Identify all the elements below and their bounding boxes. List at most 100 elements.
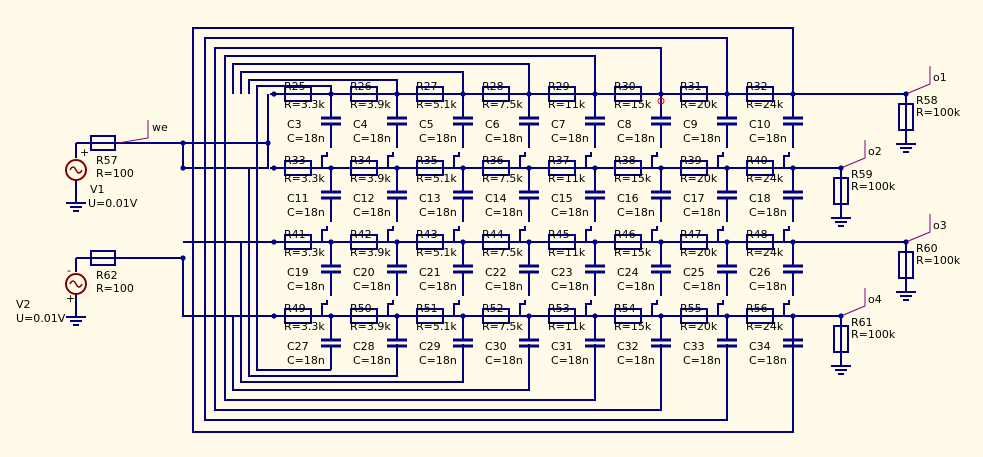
junction-dot: [903, 239, 909, 245]
load-resistor-id: R61: [851, 316, 873, 329]
capacitor-id: C26: [749, 266, 771, 279]
source-id: V1: [90, 183, 105, 196]
capacitor-value: C=18n: [749, 280, 787, 293]
ladder-resistor-R51: [416, 308, 444, 324]
wire: [321, 152, 328, 168]
ladder-resistor-R34: [350, 160, 378, 176]
resistor-id: R40: [746, 154, 768, 167]
ladder-resistor-R37: [548, 160, 576, 176]
load-resistor-R60: [898, 251, 914, 279]
capacitor-value: C=18n: [485, 132, 523, 145]
junction-dot: [790, 313, 796, 319]
resistor-id: R31: [680, 80, 702, 93]
resistor-value: R=11k: [548, 246, 586, 259]
wire: [240, 71, 464, 94]
components: [65, 86, 916, 375]
wire: [321, 300, 328, 316]
capacitor-value: C=18n: [683, 132, 721, 145]
wire: [585, 300, 592, 316]
capacitor-id: C10: [749, 118, 771, 131]
capacitor-value: C=18n: [287, 280, 325, 293]
capacitor-value: C=18n: [353, 132, 391, 145]
capacitor-id: C30: [485, 340, 507, 353]
resistor-id: R50: [350, 302, 372, 315]
junction-dot: [460, 239, 466, 245]
ac-source-icon: [65, 273, 87, 295]
output-label: o4: [868, 293, 882, 306]
ladder-resistor-R42: [350, 234, 378, 250]
junction-dot: [724, 91, 730, 97]
net-label-we: [117, 120, 149, 144]
capacitor-id: C3: [287, 118, 302, 131]
capacitor-value: C=18n: [551, 206, 589, 219]
source-resistor-value: R=100: [96, 167, 134, 180]
capacitor-value: C=18n: [485, 206, 523, 219]
resistor-id: R51: [416, 302, 438, 315]
resistor-id: R35: [416, 154, 438, 167]
junction-dot: [526, 91, 532, 97]
load-resistor-value: R=100k: [916, 106, 961, 119]
junction-dot: [180, 140, 186, 146]
resistor-value: R=5.1k: [416, 246, 457, 259]
resistor-id: R29: [548, 80, 570, 93]
capacitor-value: C=18n: [353, 354, 391, 367]
resistor-value: R=11k: [548, 320, 586, 333]
capacitor-value: C=18n: [551, 280, 589, 293]
wire: [182, 94, 269, 169]
source-value: U=0.01V: [16, 312, 66, 325]
source-value: U=0.01V: [88, 197, 138, 210]
sine-wave-icon: [69, 166, 83, 174]
ladder-resistor-R33: [284, 160, 312, 176]
capacitor-value: C=18n: [353, 280, 391, 293]
output-label: o1: [933, 71, 947, 84]
wire: [182, 258, 270, 317]
plus-marker: +: [66, 292, 75, 305]
junction-dot: [271, 239, 277, 245]
net-label-text: we: [152, 121, 168, 134]
capacitor-id: C11: [287, 192, 309, 205]
capacitor-id: C8: [617, 118, 632, 131]
wire: [717, 226, 724, 242]
resistor-value: R=20k: [680, 320, 718, 333]
capacitor-id: C14: [485, 192, 507, 205]
capacitor-value: C=18n: [353, 206, 391, 219]
sine-wave-icon: [69, 280, 83, 288]
capacitor-id: C25: [683, 266, 705, 279]
ladder-resistor-R54: [614, 308, 642, 324]
minus-marker: -: [67, 264, 71, 277]
junction-dot: [180, 255, 186, 261]
resistor-id: R36: [482, 154, 504, 167]
resistor-value: R=7.5k: [482, 172, 523, 185]
resistor-value: R=15k: [614, 172, 652, 185]
ladder-resistor-R26: [350, 86, 378, 102]
source-series-resistor: [90, 250, 116, 266]
probe-marker: [657, 97, 665, 105]
resistor-value: R=3.3k: [284, 98, 325, 111]
capacitor-value: C=18n: [617, 206, 655, 219]
capacitor-id: C18: [749, 192, 771, 205]
resistor-value: R=20k: [680, 246, 718, 259]
wire: [192, 27, 794, 316]
ladder-resistor-R32: [746, 86, 774, 102]
junction-dot: [724, 239, 730, 245]
capacitor-id: C31: [551, 340, 573, 353]
junction-dot: [790, 165, 796, 171]
junction-dot: [903, 91, 909, 97]
capacitor-value: C=18n: [419, 280, 457, 293]
resistor-value: R=3.3k: [284, 246, 325, 259]
resistor-id: R48: [746, 228, 768, 241]
wire: [783, 226, 790, 242]
resistor-id: R42: [350, 228, 372, 241]
junction-dot: [328, 91, 334, 97]
ladder-resistor-R47: [680, 234, 708, 250]
resistor-id: R45: [548, 228, 570, 241]
junction-dot: [592, 91, 598, 97]
ladder-resistor-R44: [482, 234, 510, 250]
junction-dot: [658, 165, 664, 171]
capacitor-value: C=18n: [551, 354, 589, 367]
ladder-resistor-R29: [548, 86, 576, 102]
wire: [387, 152, 394, 168]
resistor-value: R=7.5k: [482, 246, 523, 259]
capacitor-id: C6: [485, 118, 500, 131]
ladder-resistor-R25: [284, 86, 312, 102]
